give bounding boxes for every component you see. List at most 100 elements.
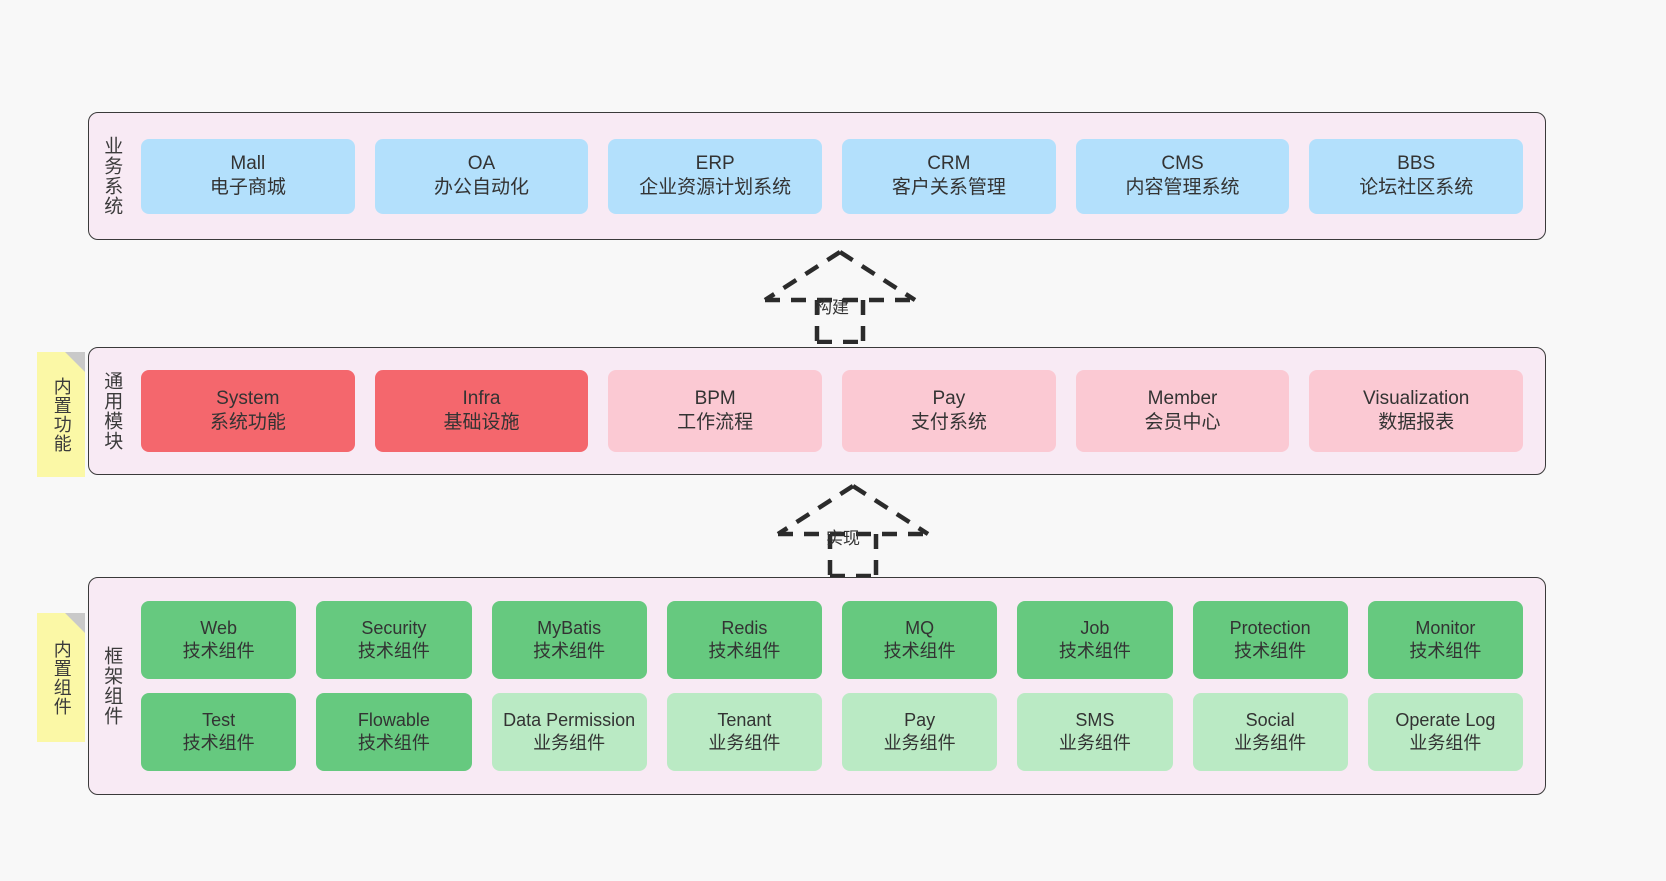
framework-cell-data-permission[interactable]: Data Permission 业务组件 — [491, 693, 647, 771]
cell-title: Operate Log — [1395, 709, 1496, 730]
cell-subtitle: 系统功能 — [209, 412, 286, 433]
business-cell-crm[interactable]: CRM 客户关系管理 — [842, 138, 1056, 214]
framework-cell-flowable[interactable]: Flowable 技术组件 — [316, 693, 472, 771]
framework-cell-social[interactable]: Social 业务组件 — [1192, 693, 1348, 771]
cell-title: Security — [361, 617, 427, 638]
cell-title: Pay — [904, 709, 936, 730]
layer-framework-components: 框架组件 Web 技术组件 Security 技术组件 MyBatis 技术组件… — [88, 577, 1546, 795]
cell-title: CRM — [927, 152, 971, 174]
module-cell-system[interactable]: System 系统功能 — [141, 370, 355, 452]
framework-cell-pay[interactable]: Pay 业务组件 — [842, 693, 998, 771]
module-cell-bpm[interactable]: BPM 工作流程 — [608, 370, 823, 452]
framework-cell-web[interactable]: Web 技术组件 — [141, 601, 297, 679]
business-cell-erp[interactable]: ERP 企业资源计划系统 — [608, 138, 823, 214]
cell-title: Social — [1245, 709, 1295, 730]
cell-subtitle: 技术组件 — [708, 641, 781, 661]
cell-subtitle: 业务组件 — [1058, 733, 1131, 753]
cell-subtitle: 业务组件 — [883, 733, 956, 753]
cell-title: Visualization — [1363, 387, 1470, 409]
cell-subtitle: 会员中心 — [1144, 412, 1221, 433]
framework-cell-job[interactable]: Job 技术组件 — [1017, 601, 1173, 679]
connector-implement-label: 实现 — [826, 529, 860, 548]
framework-cell-operate-log[interactable]: Operate Log 业务组件 — [1367, 693, 1523, 771]
module-cell-member[interactable]: Member 会员中心 — [1075, 370, 1290, 452]
cell-subtitle: 业务组件 — [533, 733, 606, 753]
cell-title: Tenant — [717, 709, 772, 730]
cell-subtitle: 技术组件 — [357, 641, 430, 661]
layer-general-modules-title: 通用模块 — [101, 371, 123, 451]
note-tag-builtin-component: 内置组件 — [37, 613, 85, 742]
framework-cell-sms[interactable]: SMS 业务组件 — [1017, 693, 1173, 771]
module-cell-infra[interactable]: Infra 基础设施 — [374, 370, 589, 452]
framework-cell-mybatis[interactable]: MyBatis 技术组件 — [491, 601, 647, 679]
cell-subtitle: 业务组件 — [1234, 733, 1307, 753]
framework-cell-security[interactable]: Security 技术组件 — [316, 601, 472, 679]
framework-cell-test[interactable]: Test 技术组件 — [141, 693, 297, 771]
cell-title: Web — [200, 617, 237, 638]
business-cell-oa[interactable]: OA 办公自动化 — [374, 138, 589, 214]
layer-business-systems-body: Mall 电子商城 OA 办公自动化 ERP 企业资源计划系统 CRM 客户关系… — [133, 113, 1545, 239]
cell-title: Job — [1080, 617, 1110, 638]
cell-title: Protection — [1229, 617, 1311, 638]
note-tag-builtin-function: 内置功能 — [37, 352, 85, 477]
cell-subtitle: 技术组件 — [883, 641, 956, 661]
layer-general-modules: 通用模块 System 系统功能 Infra 基础设施 BPM 工作流程 Pay… — [88, 347, 1546, 475]
cell-subtitle: 技术组件 — [533, 641, 606, 661]
cell-title: Mall — [230, 152, 266, 174]
cell-title: Infra — [462, 387, 501, 409]
cell-subtitle: 工作流程 — [677, 412, 754, 433]
cell-subtitle: 办公自动化 — [434, 177, 530, 198]
module-cell-pay[interactable]: Pay 支付系统 — [842, 370, 1056, 452]
business-cell-mall[interactable]: Mall 电子商城 — [141, 138, 355, 214]
note-fold-corner-icon — [65, 352, 85, 372]
business-cell-cms[interactable]: CMS 内容管理系统 — [1075, 138, 1290, 214]
cell-subtitle: 电子商城 — [209, 177, 286, 198]
cell-title: OA — [467, 152, 496, 174]
cell-subtitle: 内容管理系统 — [1125, 177, 1240, 198]
cell-subtitle: 论坛社区系统 — [1359, 177, 1474, 198]
framework-cell-tenant[interactable]: Tenant 业务组件 — [666, 693, 822, 771]
connector-build-label: 构建 — [815, 298, 849, 317]
layer-general-modules-body: System 系统功能 Infra 基础设施 BPM 工作流程 Pay 支付系统… — [133, 348, 1545, 474]
layer-business-systems-title: 业务系统 — [101, 136, 123, 216]
cell-title: MQ — [905, 617, 935, 638]
business-systems-row: Mall 电子商城 OA 办公自动化 ERP 企业资源计划系统 CRM 客户关系… — [141, 138, 1524, 214]
framework-cell-protection[interactable]: Protection 技术组件 — [1192, 601, 1348, 679]
cell-subtitle: 业务组件 — [708, 733, 781, 753]
cell-subtitle: 技术组件 — [1058, 641, 1131, 661]
cell-title: SMS — [1075, 709, 1115, 730]
cell-title: Data Permission — [503, 709, 636, 730]
framework-cell-monitor[interactable]: Monitor 技术组件 — [1367, 601, 1523, 679]
layer-framework-components-title: 框架组件 — [101, 646, 123, 726]
connector-implement-arrow-icon — [776, 484, 930, 578]
layer-business-systems: 业务系统 Mall 电子商城 OA 办公自动化 ERP 企业资源计划系统 CRM… — [88, 112, 1546, 240]
cell-subtitle: 数据报表 — [1378, 412, 1455, 433]
framework-cell-redis[interactable]: Redis 技术组件 — [666, 601, 822, 679]
note-tag-label: 内置功能 — [51, 376, 72, 453]
cell-subtitle: 业务组件 — [1409, 733, 1482, 753]
cell-subtitle: 支付系统 — [910, 412, 987, 433]
cell-title: ERP — [695, 152, 735, 174]
business-cell-bbs[interactable]: BBS 论坛社区系统 — [1309, 138, 1524, 214]
cell-title: CMS — [1161, 152, 1204, 174]
framework-tech-row: Web 技术组件 Security 技术组件 MyBatis 技术组件 Redi… — [141, 601, 1523, 679]
note-fold-corner-icon — [65, 613, 85, 633]
connector-build-arrow-icon — [763, 250, 917, 344]
module-cell-visualization[interactable]: Visualization 数据报表 — [1309, 370, 1524, 452]
cell-title: Flowable — [357, 709, 430, 730]
cell-title: Pay — [932, 387, 966, 409]
cell-title: Monitor — [1415, 617, 1476, 638]
framework-cell-mq[interactable]: MQ 技术组件 — [842, 601, 998, 679]
note-tag-label: 内置组件 — [51, 639, 72, 716]
general-modules-row: System 系统功能 Infra 基础设施 BPM 工作流程 Pay 支付系统… — [141, 370, 1524, 452]
cell-title: BBS — [1397, 152, 1436, 174]
cell-title: Member — [1147, 387, 1218, 409]
cell-title: Test — [202, 709, 236, 730]
framework-business-row: Test 技术组件 Flowable 技术组件 Data Permission … — [141, 693, 1523, 771]
cell-subtitle: 基础设施 — [443, 412, 520, 433]
cell-subtitle: 客户关系管理 — [891, 177, 1006, 198]
cell-subtitle: 企业资源计划系统 — [639, 177, 792, 198]
layer-framework-components-body: Web 技术组件 Security 技术组件 MyBatis 技术组件 Redi… — [133, 578, 1545, 794]
cell-title: MyBatis — [537, 617, 602, 638]
